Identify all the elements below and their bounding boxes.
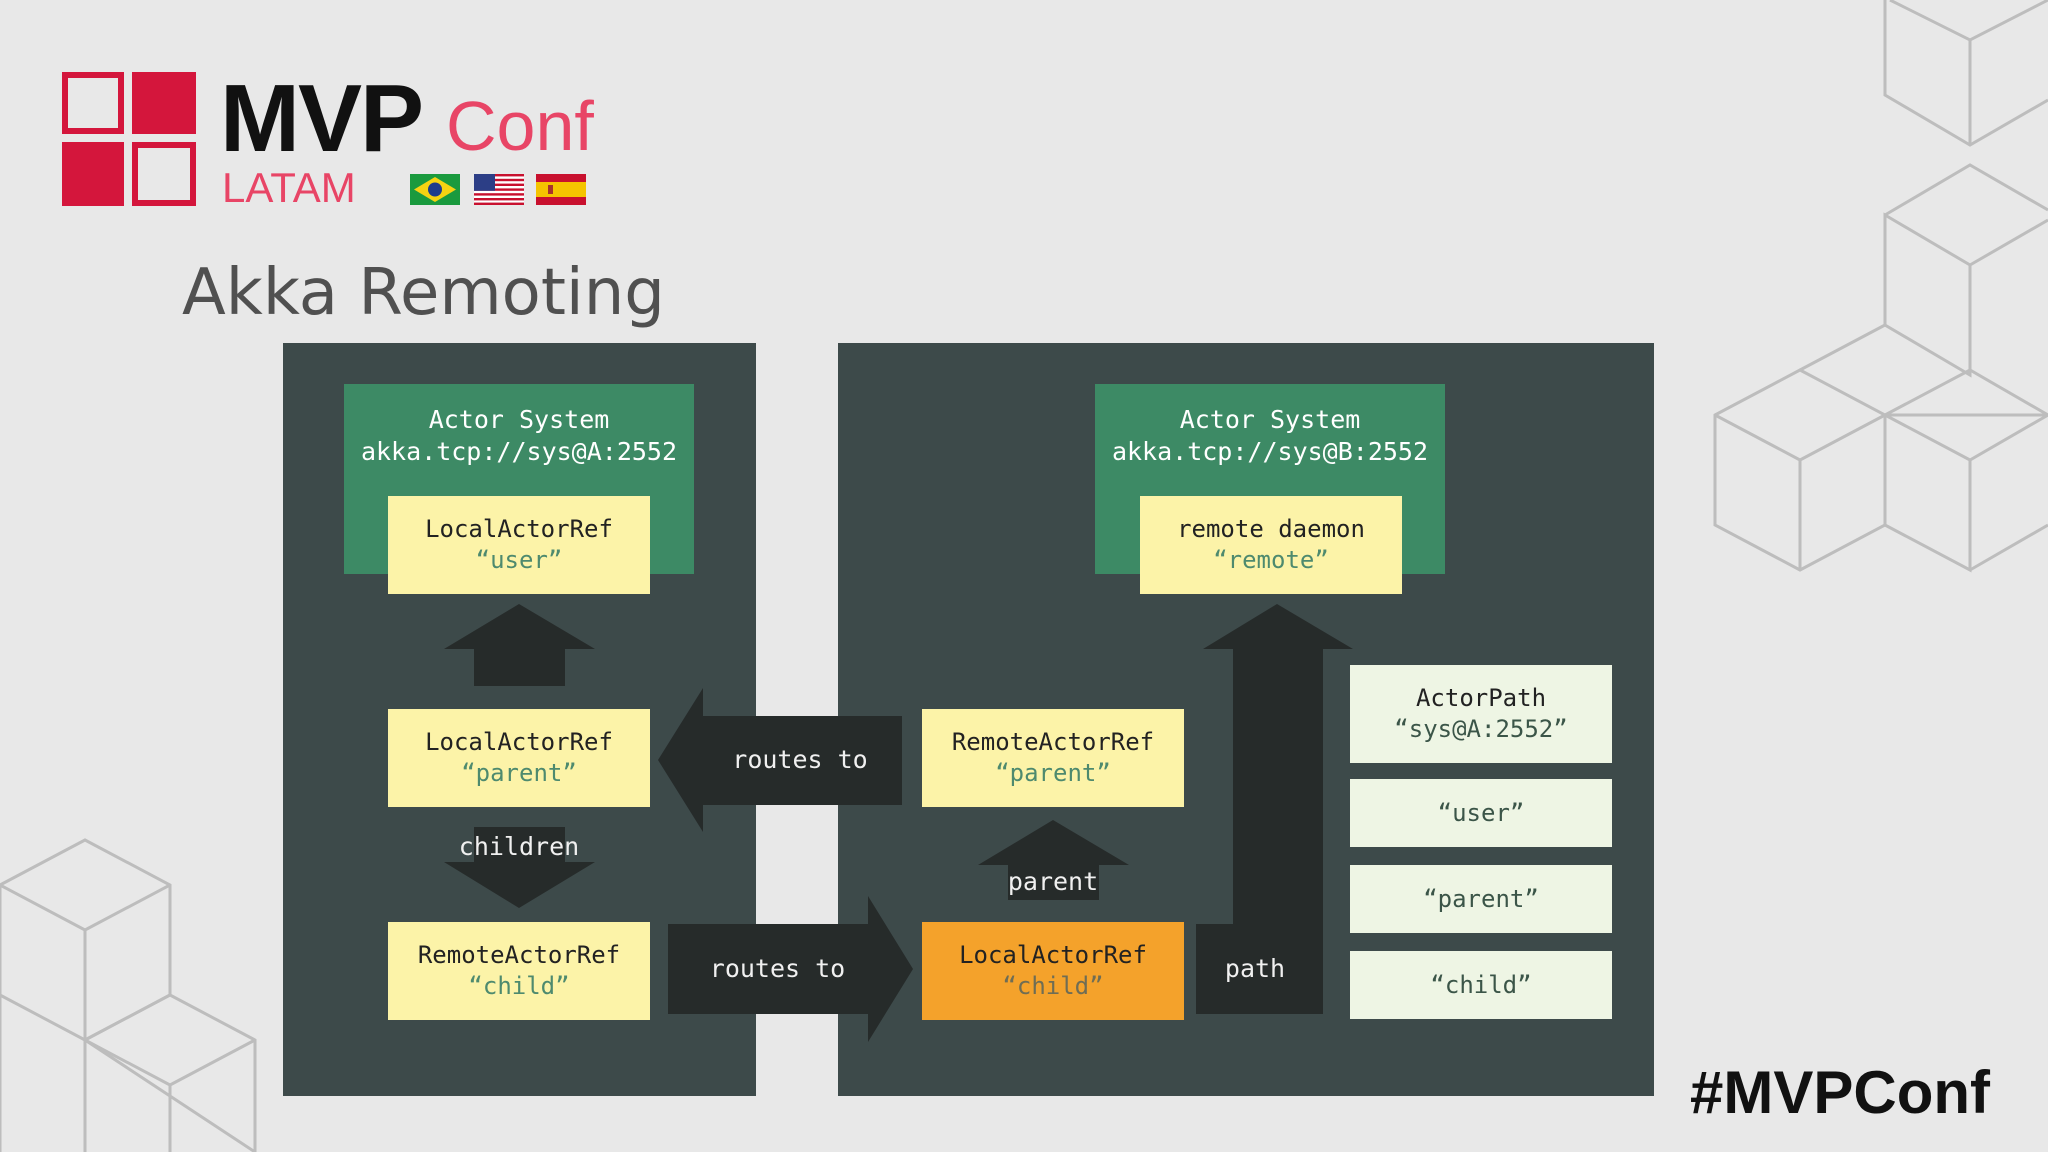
ref-name: “user” xyxy=(475,546,563,574)
ref-type: LocalActorRef xyxy=(425,515,613,543)
children-label: children xyxy=(458,832,580,861)
parent-label: parent xyxy=(1007,867,1099,896)
local-actor-ref-parent: LocalActorRef “parent” xyxy=(388,709,650,807)
arrow-up-parent-icon xyxy=(978,820,1129,900)
actor-system-a-address: akka.tcp://sys@A:2552 xyxy=(360,437,678,466)
ref-name: “parent” xyxy=(461,759,577,787)
remote-actor-ref-parent: RemoteActorRef “parent” xyxy=(922,709,1184,807)
arrow-down-children-icon xyxy=(444,827,595,908)
usa-flag-icon xyxy=(474,174,524,205)
remote-daemon-ref: remote daemon “remote” xyxy=(1140,496,1402,594)
actor-path-header: ActorPath “sys@A:2552” xyxy=(1350,665,1612,763)
hashtag-label: #MVPConf xyxy=(1690,1059,1990,1126)
logo-conf-text: Conf xyxy=(446,87,594,165)
mvp-conf-logo: MVP Conf LATAM xyxy=(62,65,602,212)
ref-name: “child” xyxy=(1002,972,1104,1000)
ref-name: “child” xyxy=(468,972,570,1000)
actor-system-b-title: Actor System xyxy=(1179,405,1361,434)
logo-mvp-text: MVP xyxy=(220,65,424,172)
arrow-path-icon xyxy=(1196,604,1353,1014)
local-actor-ref-user: LocalActorRef “user” xyxy=(388,496,650,594)
spain-flag-icon xyxy=(536,174,586,205)
arrow-routes-to-top-icon xyxy=(658,688,902,832)
ref-type: LocalActorRef xyxy=(959,941,1147,969)
local-actor-ref-child: LocalActorRef “child” xyxy=(922,922,1184,1020)
routes-to-bottom-label: routes to xyxy=(709,954,846,983)
ref-name: “remote” xyxy=(1213,546,1329,574)
brazil-flag-icon xyxy=(410,174,460,205)
ref-name: “parent” xyxy=(995,759,1111,787)
arrow-up-user-icon xyxy=(444,604,595,686)
ref-type: remote daemon xyxy=(1177,515,1365,543)
arrow-routes-to-bottom-icon xyxy=(668,896,913,1042)
remote-actor-ref-child: RemoteActorRef “child” xyxy=(388,922,650,1020)
ref-type: LocalActorRef xyxy=(425,728,613,756)
actor-system-a-title: Actor System xyxy=(428,405,610,434)
actor-path-address: “sys@A:2552” xyxy=(1394,715,1568,743)
routes-to-top-label: routes to xyxy=(732,745,868,774)
actor-system-b-address: akka.tcp://sys@B:2552 xyxy=(1111,437,1429,466)
ref-type: RemoteActorRef xyxy=(951,728,1155,756)
actor-path-segment-child: “child” xyxy=(1350,951,1612,1019)
actor-path-segment-user: “user” xyxy=(1350,779,1612,847)
logo-latam-text: LATAM xyxy=(222,164,356,211)
slide-title: Akka Remoting xyxy=(182,256,665,330)
ref-type: RemoteActorRef xyxy=(417,941,621,969)
actor-path-title: ActorPath xyxy=(1415,684,1547,712)
actor-path-segment-parent: “parent” xyxy=(1350,865,1612,933)
path-label: path xyxy=(1224,954,1286,983)
logo-mark-icon xyxy=(62,72,196,206)
